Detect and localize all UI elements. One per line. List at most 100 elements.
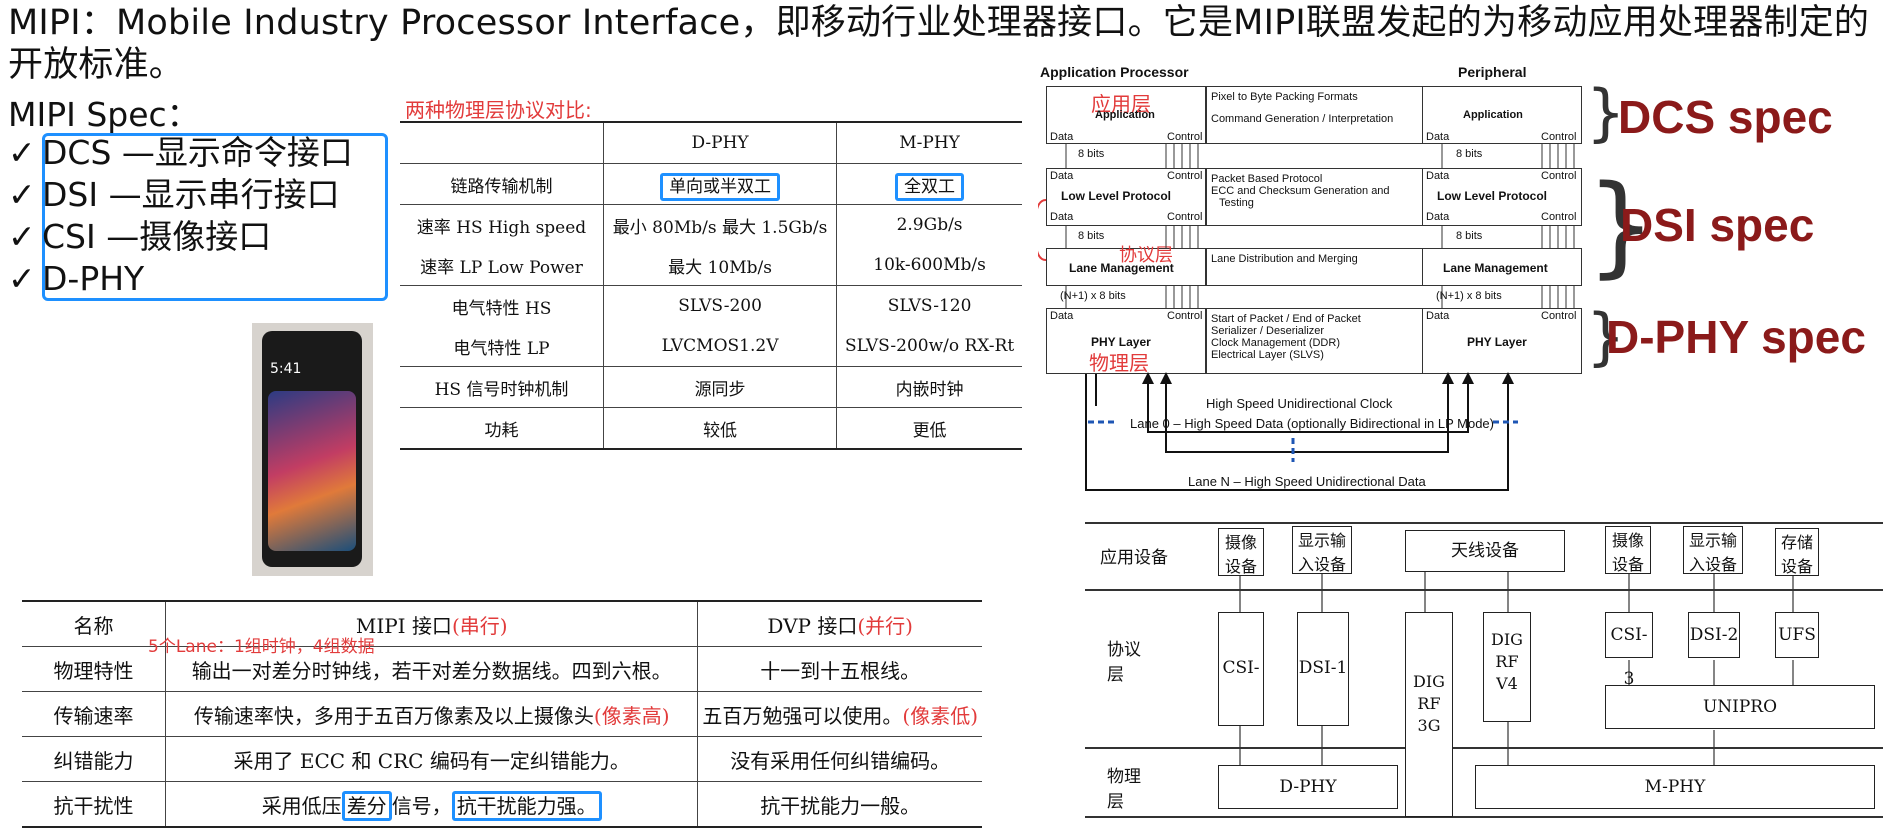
brace-icon: }: [1586, 76, 1626, 149]
device-antenna: 天线设备: [1405, 530, 1565, 572]
spec-item-label: DSI —显示串行接口: [42, 175, 340, 214]
phy-label: PHY Layer: [1091, 335, 1151, 349]
pixel-high-note: (像素高): [593, 703, 670, 728]
clock-line-label: High Speed Unidirectional Clock: [1206, 396, 1393, 411]
lane-0-line: [1165, 374, 1449, 453]
phy-dphy: D-PHY: [1218, 765, 1398, 809]
phy-comparison-table: D-PHY M-PHY 链路传输机制 单向或半双工 全双工 速率 HS High…: [400, 121, 1022, 450]
table-cell: 采用低压差分信号，抗干扰能力强。: [164, 781, 698, 827]
layer-grid-lines: [1085, 522, 1883, 818]
lane-mgmt-box-left: 协议层 Lane Management: [1046, 245, 1206, 286]
desc-line: Lane Distribution and Merging: [1211, 253, 1358, 265]
mipi-dvp-table: 名称 MIPI 接口(串行) 5个Lane：1组时钟，4组数据 DVP 接口(并…: [22, 600, 982, 828]
dvp-header: DVP 接口: [767, 613, 858, 638]
spec-item-csi: ✓CSI —摄像接口: [8, 217, 271, 257]
protocol-ufs: UFS: [1775, 612, 1819, 658]
red-brace: [1038, 199, 1047, 261]
table-cell: 物理特性: [53, 658, 134, 683]
table-cell: 全双工: [836, 163, 1022, 205]
bus-width-label: 8 bits: [1078, 148, 1105, 160]
control-label: Control: [1541, 310, 1577, 322]
app-layer-cn-label: 应用层: [1091, 92, 1151, 116]
brace-icon: }: [1586, 300, 1626, 373]
phy-box-right: Data Control PHY Layer: [1422, 308, 1582, 374]
spec-heading: MIPI Spec：: [8, 95, 200, 134]
data-label: Data: [1426, 211, 1450, 223]
device-camera: 摄像设备: [1218, 528, 1264, 576]
control-label: Control: [1541, 211, 1577, 223]
mid-desc-app: Pixel to Byte Packing Formats Command Ge…: [1206, 86, 1452, 144]
protocol-digrf-3g: DIG RF 3G: [1405, 612, 1453, 817]
clock-line: [1147, 374, 1469, 433]
parallel-note: (并行): [857, 613, 913, 638]
emi-text: 信号，: [391, 793, 452, 818]
check-icon: ✓: [8, 175, 36, 214]
low-level-label: Low Level Protocol: [1061, 189, 1172, 203]
table-row: 速率 HS High speed 最小 80Mb/s 最大 1.5Gb/s 2.…: [400, 204, 1022, 245]
data-label: Data: [1426, 170, 1450, 182]
app-layer-label: Application: [1463, 109, 1523, 121]
desc-line: Clock Management (DDR): [1211, 337, 1340, 349]
table-cell: 链路传输机制: [450, 176, 553, 197]
col-label-peripheral: Peripheral: [1458, 64, 1527, 80]
phone-wallpaper: [268, 391, 356, 551]
data-label: Data: [1426, 131, 1450, 143]
table-cell: 10k-600Mb/s: [836, 245, 1022, 286]
table-row: HS 信号时钟机制 源同步 内嵌时钟: [400, 366, 1022, 408]
highlight-box: 差分: [341, 790, 392, 821]
table-cell: 内嵌时钟: [836, 366, 1022, 408]
table-header-row: 名称 MIPI 接口(串行) 5个Lane：1组时钟，4组数据 DVP 接口(并…: [22, 601, 982, 657]
phy-label: PHY Layer: [1467, 335, 1527, 349]
table-cell: 功耗: [484, 420, 519, 441]
app-layer-label: Application: [1095, 109, 1155, 121]
lane0-label: Lane 0 – High Speed Data (optionally Bid…: [1130, 416, 1494, 431]
bus-width-label: 8 bits: [1078, 230, 1105, 242]
table-cell: 抗干扰性: [53, 793, 134, 818]
dsi-spec-label: DSI spec: [1620, 199, 1815, 251]
desc-line: Testing: [1219, 197, 1254, 209]
comparison-caption: 两种物理层协议对比:: [405, 98, 592, 122]
table-row: 功耗 较低 更低: [400, 407, 1022, 449]
table-header-cell: DVP 接口(并行): [697, 601, 982, 647]
table-header-cell: D-PHY: [602, 122, 837, 164]
data-label: Data: [1050, 170, 1074, 182]
control-label: Control: [1167, 310, 1203, 322]
brace-icon: }: [1586, 161, 1656, 289]
page-title: MIPI：Mobile Industry Processor Interface…: [8, 3, 1870, 85]
table-cell: 2.9Gb/s: [836, 204, 1022, 245]
table-row: 抗干扰性 采用低压差分信号，抗干扰能力强。 抗干扰能力一般。: [22, 781, 982, 827]
table-cell: 没有采用任何纠错编码。: [697, 736, 982, 782]
control-label: Control: [1541, 170, 1577, 182]
data-label: Data: [1050, 131, 1074, 143]
protocol-csi3: CSI-3: [1605, 612, 1653, 689]
table-cell: SLVS-120: [836, 285, 1022, 326]
control-label: Control: [1541, 131, 1577, 143]
device-camera: 摄像设备: [1605, 526, 1651, 574]
device-display-input: 显示输入设备: [1292, 526, 1352, 574]
table-cell: 纠错能力: [53, 748, 134, 773]
protocol-csi2: CSI-2: [1218, 612, 1264, 788]
check-icon: ✓: [8, 133, 36, 172]
lane-mgmt-label: Lane Management: [1069, 261, 1174, 275]
dsi-architecture-diagram: Application Processor Peripheral 应用层 App…: [1038, 60, 1888, 500]
dcs-spec-label: DCS spec: [1618, 91, 1833, 143]
protocol-dsi2: DSI-2: [1688, 612, 1740, 658]
mid-desc-phy: Start of Packet / End of Packet Serializ…: [1206, 308, 1452, 374]
table-cell: 速率 HS High speed: [416, 217, 587, 238]
control-label: Control: [1167, 211, 1203, 223]
table-cell: 采用了 ECC 和 CRC 编码有一定纠错能力。: [164, 736, 698, 782]
table-header-row: D-PHY M-PHY: [400, 122, 1022, 164]
phy-mphy: M-PHY: [1475, 765, 1875, 809]
table-cell: SLVS-200w/o RX-Rt: [836, 326, 1022, 367]
table-cell: 单向或半双工: [602, 163, 837, 205]
spec-item-label: DCS —显示命令接口: [42, 133, 353, 172]
row-label-protocol: 协议层: [1107, 640, 1141, 685]
table-cell: HS 信号时钟机制: [434, 379, 569, 400]
emi-text: 采用低压: [261, 793, 342, 818]
table-cell: 源同步: [602, 366, 837, 408]
table-cell: LVCMOS1.2V: [602, 326, 837, 367]
dphy-spec-label: D-PHY spec: [1606, 311, 1866, 363]
protocol-cn-label: 协议层: [1119, 245, 1173, 266]
check-icon: ✓: [8, 217, 36, 256]
table-cell: 电气特性 LP: [453, 338, 550, 359]
